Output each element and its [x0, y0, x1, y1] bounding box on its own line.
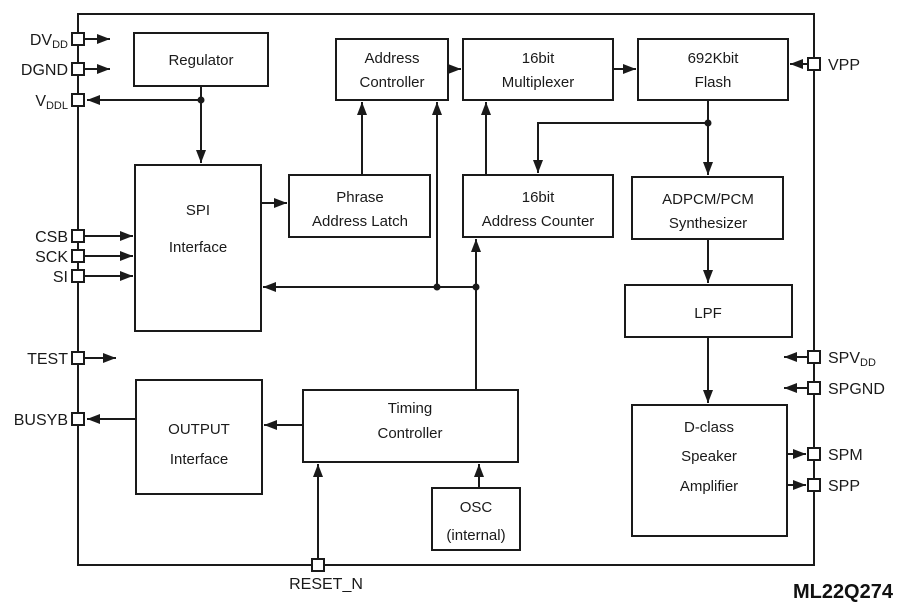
block-timing-controller-label-2: Controller [377, 425, 442, 442]
pin-label-dgnd: DGND [21, 62, 68, 79]
block-692kbit-flash [637, 38, 789, 101]
pin-label-vpp: VPP [828, 57, 860, 74]
pin-label-si: SI [53, 269, 68, 286]
block-timing-controller [302, 389, 519, 463]
pin-square-vddl [71, 93, 85, 107]
pin-label-resetn: RESET_N [289, 576, 363, 593]
block-16bit-multiplexer [462, 38, 614, 101]
pin-square-vpp [807, 57, 821, 71]
junction-bus-left [433, 283, 441, 291]
pin-label-test: TEST [27, 351, 68, 368]
block-address-controller [335, 38, 449, 101]
junction-vddl [197, 96, 205, 104]
block-adpcm-pcm-synthesizer [631, 176, 784, 240]
block-output-interface [135, 379, 263, 495]
block-timing-controller-label-1: Timing [388, 400, 432, 417]
pin-label-busyb: BUSYB [14, 412, 68, 429]
block-adpcm-pcm-synthesizer-label-1: ADPCM/PCM [662, 191, 754, 208]
pin-square-spgnd [807, 381, 821, 395]
pin-label-spvdd-sub: DD [860, 357, 876, 369]
pin-label-spgnd: SPGND [828, 381, 885, 398]
pin-label-spp: SPP [828, 478, 860, 495]
block-spi-interface-label-2: Interface [169, 239, 227, 256]
pin-square-dgnd [71, 62, 85, 76]
block-dclass-speaker-amplifier-label-1: D-class [684, 419, 734, 436]
block-phrase-address-latch-label-2: Address Latch [312, 213, 408, 230]
pin-square-si [71, 269, 85, 283]
pin-square-test [71, 351, 85, 365]
block-dclass-speaker-amplifier [631, 404, 788, 537]
junction-flash-branch [704, 119, 712, 127]
block-osc-label-2: (internal) [446, 527, 505, 544]
block-16bit-address-counter [462, 174, 614, 238]
block-phrase-address-latch [288, 174, 431, 238]
block-regulator-label: Regulator [168, 52, 233, 69]
block-adpcm-pcm-synthesizer-label-2: Synthesizer [669, 215, 747, 232]
block-spi-interface [134, 164, 262, 332]
wire-flash-to-address-counter [533, 122, 708, 173]
pin-label-vddl: VDDL [35, 93, 68, 112]
pin-label-vddl-base: V [35, 93, 46, 110]
pin-square-busyb [71, 412, 85, 426]
part-number-label: ML22Q274 [793, 581, 894, 603]
block-16bit-multiplexer-label-2: Multiplexer [502, 74, 575, 91]
block-lpf-label: LPF [694, 305, 722, 322]
pin-label-dvdd: DVDD [30, 32, 68, 51]
pin-square-csb [71, 229, 85, 243]
block-address-controller-label-2: Controller [359, 74, 424, 91]
block-osc [431, 487, 521, 551]
block-16bit-address-counter-label-2: Address Counter [482, 213, 595, 230]
pin-square-resetn [311, 558, 325, 572]
block-dclass-speaker-amplifier-label-3: Amplifier [680, 478, 738, 495]
pin-label-sck: SCK [35, 249, 68, 266]
pin-label-dvdd-base: DV [30, 32, 53, 49]
pin-label-vddl-sub: DDL [46, 100, 68, 112]
block-address-controller-label-1: Address [364, 50, 419, 67]
block-16bit-multiplexer-label-1: 16bit [522, 50, 555, 67]
pin-square-spm [807, 447, 821, 461]
pin-square-dvdd [71, 32, 85, 46]
block-spi-interface-label-1: SPI [186, 202, 210, 219]
block-dclass-speaker-amplifier-label-2: Speaker [681, 448, 737, 465]
block-phrase-address-latch-label-1: Phrase [336, 189, 384, 206]
block-16bit-address-counter-label-1: 16bit [522, 189, 555, 206]
pin-label-csb: CSB [35, 229, 68, 246]
junction-bus-right [472, 283, 480, 291]
pin-label-spvdd-base: SPV [828, 350, 860, 367]
block-osc-label-1: OSC [460, 499, 493, 516]
block-output-interface-label-2: Interface [170, 451, 228, 468]
block-regulator [133, 32, 269, 87]
block-692kbit-flash-label-2: Flash [695, 74, 732, 91]
block-output-interface-label-1: OUTPUT [168, 421, 230, 438]
pin-label-spvdd: SPVDD [828, 350, 876, 369]
block-692kbit-flash-label-1: 692Kbit [688, 50, 740, 67]
pin-label-spm: SPM [828, 447, 863, 464]
chip-boundary [77, 13, 815, 566]
pin-square-spvdd [807, 350, 821, 364]
pin-square-spp [807, 478, 821, 492]
pin-square-sck [71, 249, 85, 263]
block-lpf [624, 284, 793, 338]
pin-label-dvdd-sub: DD [52, 39, 68, 51]
